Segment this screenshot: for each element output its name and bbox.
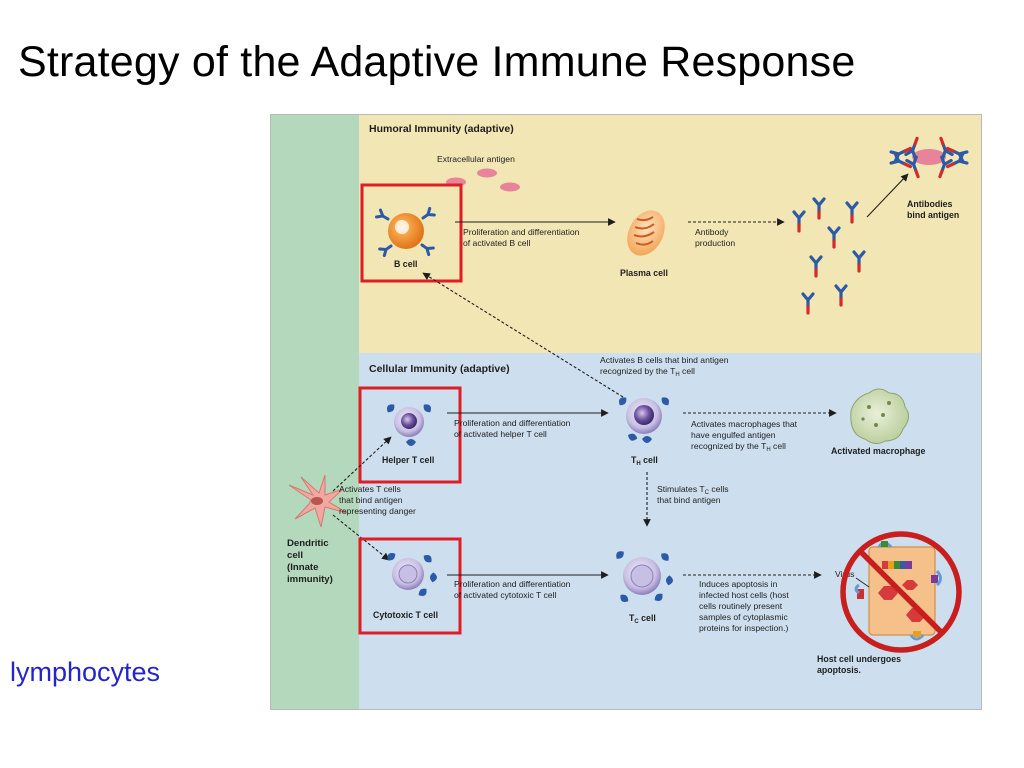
activates-t-line3: representing danger [339,506,416,516]
antibodies-bind-line2: bind antigen [907,210,959,220]
helper-t-cell-icon [384,402,434,446]
cytotoxic-t-highlight-box [358,537,462,635]
helper-t-highlight-box [358,386,462,484]
b-cell-icon [374,206,436,258]
activated-macrophage-label: Activated macrophage [831,446,925,456]
plasma-cell-icon [627,210,665,256]
dendritic-line3: (Innate [287,562,318,573]
helper-t-cell-label: Helper T cell [382,455,434,465]
host-cell-line1: Host cell undergoes [817,654,901,664]
prolif-helper-line2: of activated helper T cell [454,429,547,439]
stimulates-tc-line2: that bind antigen [657,495,721,505]
dendritic-line4: immunity) [287,574,333,585]
host-cell-line2: apoptosis. [817,665,861,675]
humoral-panel [359,115,981,353]
prolif-cytotoxic-line2: of activated cytotoxic T cell [454,590,556,600]
extracellular-antigen-label: Extracellular antigen [437,154,515,164]
activates-b-line2: recognized by the TH cell [600,366,695,378]
arrow-th-to-b-cell [422,272,624,398]
th-cell-icon [616,395,672,443]
tc-cell-label: TC cell [629,613,656,625]
innate-panel [271,115,359,709]
th-cell-label: TH cell [631,455,658,467]
activates-t-line2: that bind antigen [339,495,403,505]
activates-b-line1: Activates B cells that bind antigen [600,355,729,365]
prolif-helper-line1: Proliferation and differentiation [454,418,571,428]
antibody-production-line2: production [695,238,735,248]
tc-cell-icon [613,548,674,605]
prohibition-sign-icon [840,531,962,653]
induces-apoptosis-line2: infected host cells (host [699,590,789,600]
b-cell-label: B cell [394,259,417,269]
antibody-production-line1: Antibody [695,227,729,237]
antibody-antigen-complex-icon [889,135,969,180]
stimulates-tc-line1: Stimulates TC cells [657,484,729,496]
activates-macrophages-line2: have engulfed antigen [691,430,776,440]
slide-title: Strategy of the Adaptive Immune Response [18,38,856,86]
dendritic-cell-icon [288,474,348,528]
induces-apoptosis-line1: Induces apoptosis in [699,579,778,589]
diagram-svg: Humoral Immunity (adaptive) Extracellula… [271,115,981,709]
induces-apoptosis-line5: proteins for inspection.) [699,623,788,633]
activated-macrophage-icon [850,388,909,445]
prolif-b-line1: Proliferation and differentiation [463,227,580,237]
b-cell-highlight-box [360,183,463,283]
cytotoxic-t-cell-icon [385,550,438,599]
humoral-title: Humoral Immunity (adaptive) [369,123,514,135]
dendritic-line2: cell [287,550,303,561]
dendritic-line1: Dendritic [287,538,329,549]
immune-response-diagram: Humoral Immunity (adaptive) Extracellula… [270,114,982,710]
activates-macrophages-line1: Activates macrophages that [691,419,798,429]
plasma-cell-label: Plasma cell [620,268,668,278]
activates-t-line1: Activates T cells [339,484,401,494]
activates-macrophages-line3: recognized by the TH cell [691,441,786,453]
prolif-b-line2: of activated B cell [463,238,530,248]
prolif-cytotoxic-line1: Proliferation and differentiation [454,579,571,589]
induces-apoptosis-line3: cells routinely present [699,601,783,611]
cytotoxic-t-cell-label: Cytotoxic T cell [373,610,438,620]
arrow-dendritic-to-helper [332,436,392,492]
antibodies-bind-line1: Antibodies [907,199,953,209]
virus-pointer [855,577,870,588]
cellular-title: Cellular Immunity (adaptive) [369,363,510,375]
arrow-to-bound-antigen [866,173,909,218]
lymphocytes-label: lymphocytes [10,657,161,687]
induces-apoptosis-line4: samples of cytoplasmic [699,612,789,622]
